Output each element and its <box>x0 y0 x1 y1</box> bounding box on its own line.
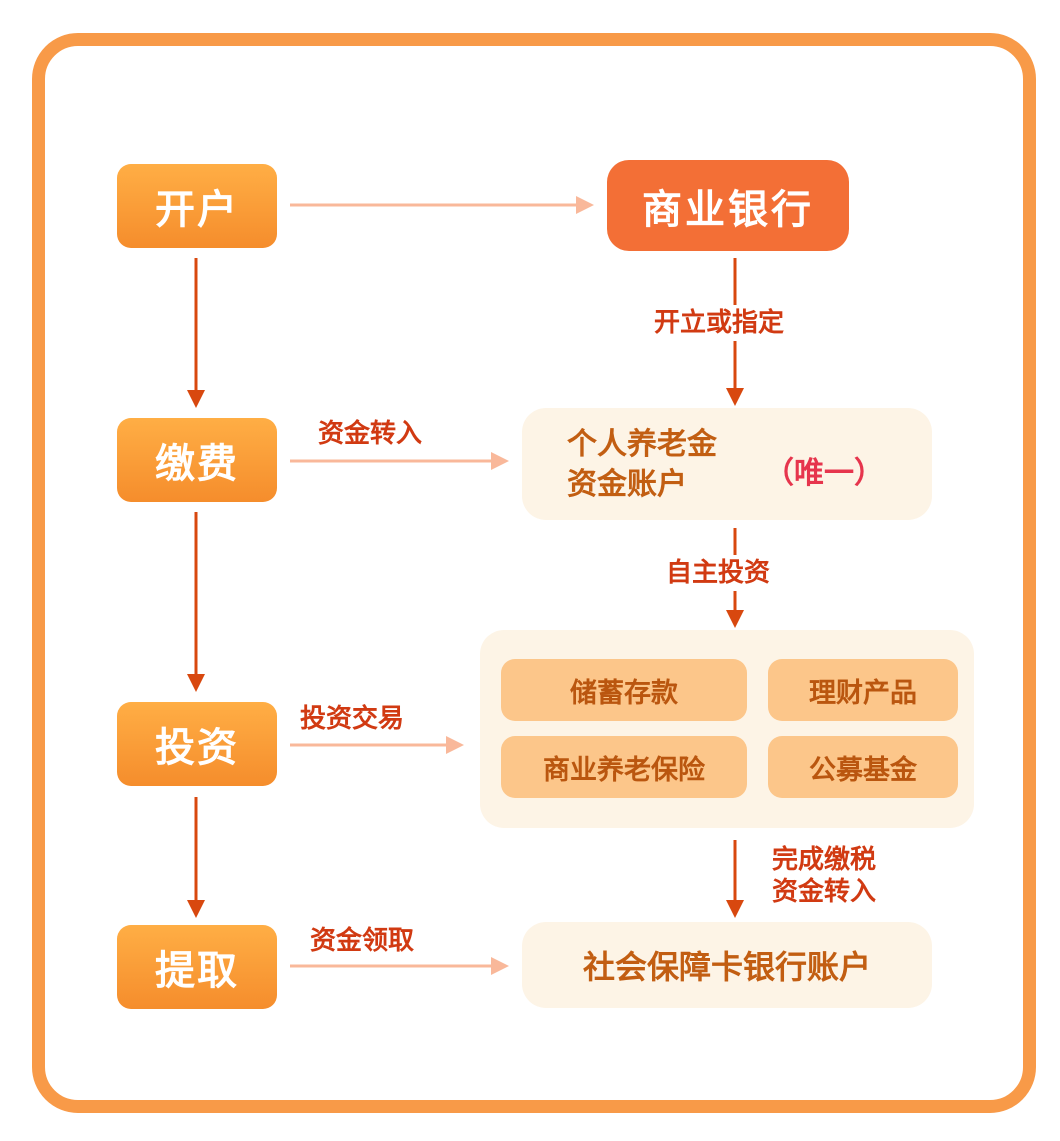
label-open-or-assign: 开立或指定 <box>650 305 789 341</box>
social-card-account-label: 社会保障卡银行账户 <box>582 948 871 986</box>
product-savings: 储蓄存款 <box>501 659 747 721</box>
label-funds-claim: 资金领取 <box>310 926 415 956</box>
arrowhead-invest-to-products <box>446 736 464 754</box>
arrowhead-account-to-products <box>726 610 744 628</box>
pension-account-line1: 个人养老金 <box>567 427 717 462</box>
step-pay: 缴费 <box>117 418 277 502</box>
product-wealth: 理财产品 <box>768 659 958 721</box>
product-public-fund: 公募基金 <box>768 736 958 798</box>
arrowhead-withdraw-to-card <box>491 957 509 975</box>
step-withdraw: 提取 <box>117 925 277 1009</box>
step-invest: 投资 <box>117 702 277 786</box>
label-funds-in: 资金转入 <box>318 419 423 449</box>
arrowhead-open-to-bank <box>576 196 594 214</box>
arrowhead-products-to-card <box>726 900 744 918</box>
label-trade: 投资交易 <box>300 704 405 734</box>
label-tax-done: 完成缴税 资金转入 <box>772 844 876 908</box>
arrowhead-bank-to-account <box>726 388 744 406</box>
label-tax-done-line2: 资金转入 <box>772 877 877 907</box>
label-tax-done-line1: 完成缴税 <box>772 845 877 875</box>
product-commercial-pension-insurance: 商业养老保险 <box>501 736 747 798</box>
arrowhead-invest-to-withdraw <box>187 900 205 918</box>
label-self-invest: 自主投资 <box>662 555 775 591</box>
arrowhead-open-to-pay <box>187 390 205 408</box>
pension-account-label: 个人养老金 资金账户 <box>567 425 717 505</box>
commercial-bank-box: 商业银行 <box>607 160 849 251</box>
social-card-account-panel: 社会保障卡银行账户 <box>522 922 932 1008</box>
unique-note: （唯一） <box>764 456 884 491</box>
step-open: 开户 <box>117 164 277 248</box>
pension-account-panel <box>522 408 932 520</box>
arrowhead-pay-to-account <box>491 452 509 470</box>
arrowhead-pay-to-invest <box>187 674 205 692</box>
pension-account-line2: 资金账户 <box>567 467 687 502</box>
